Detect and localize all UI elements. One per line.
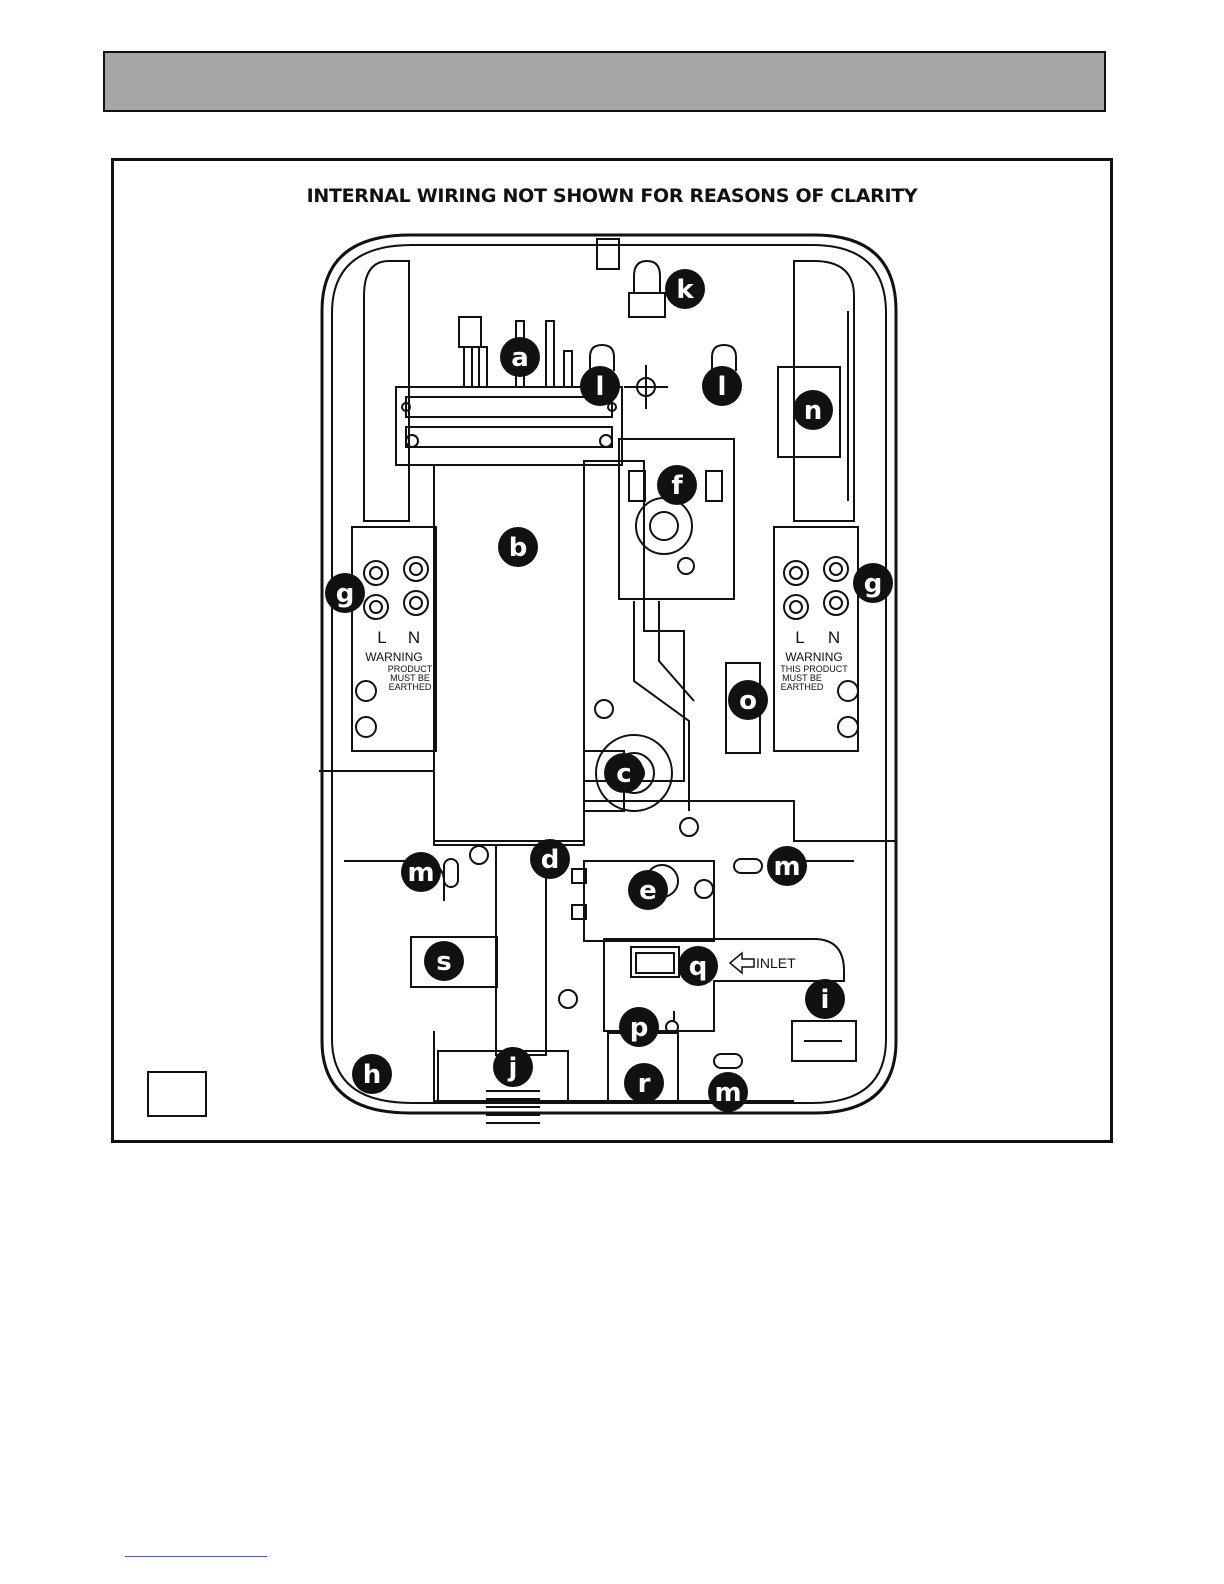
callout-n-text: n	[804, 396, 823, 426]
callout-k-text: k	[676, 275, 694, 305]
callout-m-right: m	[767, 846, 807, 886]
callout-m-bottom: m	[708, 1072, 748, 1112]
callout-n: n	[793, 390, 833, 430]
callout-r: r	[624, 1063, 664, 1103]
mounting-slot-bottom	[714, 1054, 742, 1068]
callout-b-text: b	[509, 533, 528, 563]
callout-m-left: m	[401, 852, 441, 892]
left-terminal-warning: WARNING	[365, 650, 423, 664]
left-terminal-n-label: N	[408, 628, 420, 647]
callout-l-left: l	[580, 366, 620, 406]
callout-s: s	[424, 941, 464, 981]
callout-h: h	[352, 1054, 392, 1094]
callout-q-text: q	[689, 952, 708, 982]
callout-g-left-text: g	[336, 579, 355, 609]
callout-f: f	[657, 465, 697, 505]
mounting-slot-left	[444, 859, 458, 887]
left-terminal-l-label: L	[377, 628, 386, 647]
right-terminal-l-label: L	[795, 628, 804, 647]
callout-o-text: o	[739, 686, 757, 716]
callout-c: c	[604, 753, 644, 793]
left-channel	[364, 261, 409, 521]
callout-j-text: j	[508, 1053, 518, 1083]
callout-i-text: i	[821, 985, 830, 1015]
callout-m-bottom-text: m	[714, 1078, 741, 1108]
callout-a: a	[500, 337, 540, 377]
callout-k: k	[665, 269, 705, 309]
callout-s-text: s	[436, 947, 451, 977]
callout-l-left-text: l	[596, 372, 605, 402]
right-terminal-warning: WARNING	[785, 650, 843, 664]
right-terminal-text: L N WARNING THIS PRODUCT MUST BE EARTHED	[780, 628, 848, 692]
callout-e-text: e	[639, 876, 657, 906]
callout-j: j	[493, 1047, 533, 1087]
callout-p-text: p	[630, 1013, 649, 1043]
inlet-label: INLET	[756, 955, 796, 971]
callout-o: o	[728, 680, 768, 720]
inlet-arrow-icon	[730, 953, 754, 973]
callout-l-right: l	[702, 366, 742, 406]
callout-e: e	[628, 870, 668, 910]
callout-l-right-text: l	[718, 372, 727, 402]
section-header-bar	[103, 51, 1106, 112]
callout-r-text: r	[638, 1069, 651, 1099]
callout-g-right-text: g	[864, 569, 883, 599]
figure-number-box	[147, 1071, 207, 1117]
callout-d-text: d	[541, 845, 560, 875]
callout-d: d	[530, 839, 570, 879]
left-terminal-text: L N WARNING PRODUCT MUST BE EARTHED	[365, 628, 433, 692]
footer-link-underline[interactable]	[125, 1556, 267, 1557]
callout-c-text: c	[616, 759, 631, 789]
diagram-frame: INTERNAL WIRING NOT SHOWN FOR REASONS OF…	[111, 158, 1113, 1143]
outlet-thread-j	[486, 1091, 540, 1123]
callout-q: q	[678, 946, 718, 986]
callout-g-left: g	[325, 573, 365, 613]
callout-i: i	[805, 979, 845, 1019]
shower-unit-diagram: L N WARNING PRODUCT MUST BE EARTHED L N …	[114, 161, 1110, 1140]
right-channel	[794, 261, 854, 521]
mounting-slot-right	[734, 859, 762, 873]
callout-h-text: h	[363, 1060, 382, 1090]
callout-b: b	[498, 527, 538, 567]
right-terminal-n-label: N	[828, 628, 840, 647]
callout-m-right-text: m	[773, 852, 800, 882]
callout-a-text: a	[511, 343, 529, 373]
top-tab	[597, 239, 619, 269]
callout-m-left-text: m	[407, 858, 434, 888]
heater-tank-b	[434, 465, 584, 845]
callout-f-text: f	[671, 471, 683, 501]
left-terminal-line3: EARTHED	[389, 682, 432, 692]
callout-g-right: g	[853, 563, 893, 603]
right-terminal-line3: EARTHED	[781, 682, 824, 692]
callout-p: p	[619, 1007, 659, 1047]
